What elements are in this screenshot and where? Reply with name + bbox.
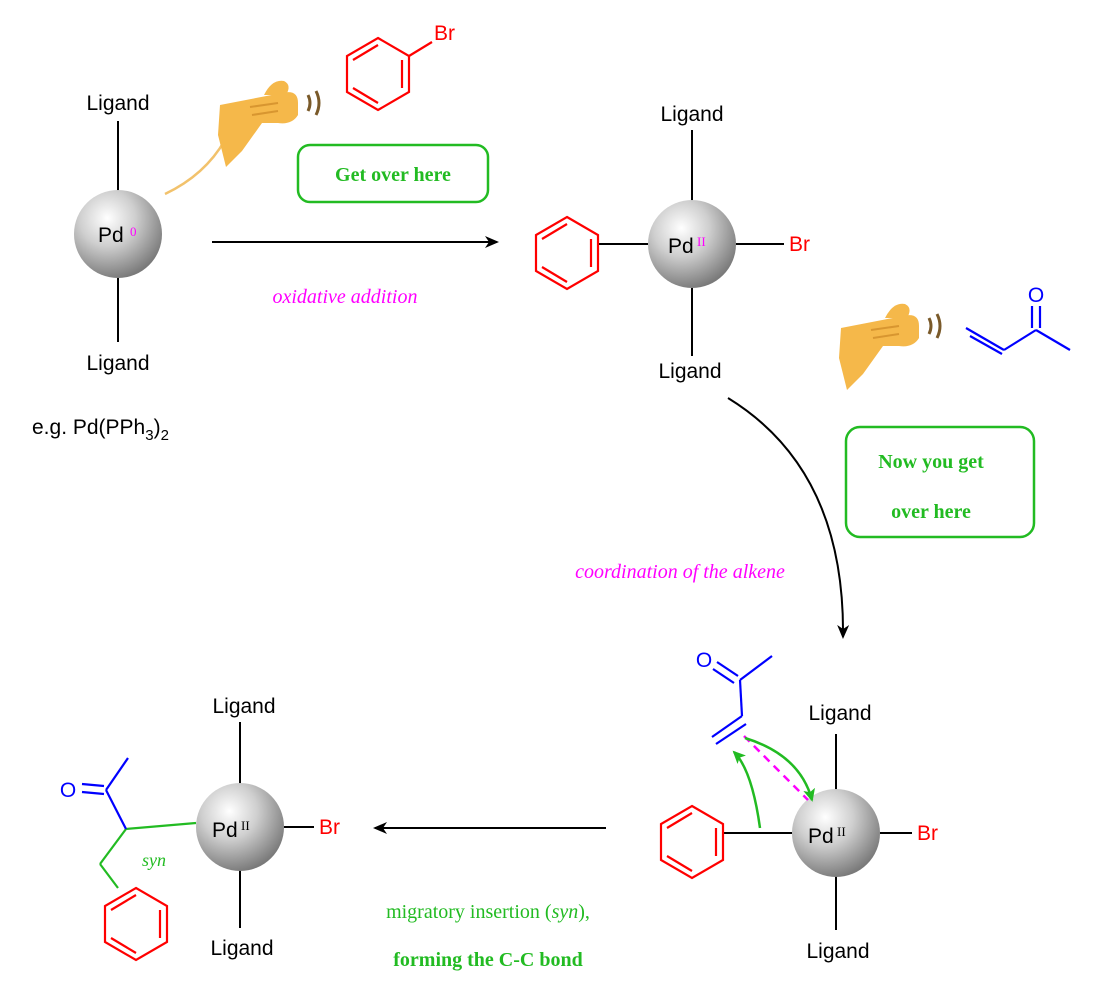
curly-arrow-migration	[732, 750, 762, 829]
pd-alkyl-complex: Ligand Ligand Pd II Br O syn	[60, 695, 340, 962]
ligand-label-bottom: Ligand	[86, 352, 149, 375]
bromine-label: Br	[789, 233, 810, 256]
curly-arrow-bond-formation	[744, 736, 815, 802]
palladium-label: Pd	[668, 235, 694, 258]
bromine-label: Br	[319, 816, 340, 839]
oxidation-state: II	[697, 234, 706, 249]
catalyst-example: e.g. Pd(PPh3)2	[32, 416, 169, 444]
pd-alkene-complex: Ligand Ligand Pd II Br O	[659, 649, 938, 963]
ligand-label-top: Ligand	[212, 695, 275, 718]
phenyl-ring	[103, 886, 169, 962]
oxygen-label: O	[1028, 284, 1044, 307]
step-label-coordination: coordination of the alkene	[575, 561, 785, 583]
oxygen-label: O	[696, 649, 712, 672]
oxidation-state: II	[837, 824, 846, 839]
phenyl-ring	[534, 215, 600, 291]
syn-label: syn	[142, 850, 166, 870]
oxygen-label: O	[60, 779, 76, 802]
pd0-species: Ligand Ligand Pd 0	[74, 92, 162, 375]
ligand-label-bottom: Ligand	[658, 360, 721, 383]
bubble-text-line1: Now you get	[878, 451, 984, 473]
oxidation-state: 0	[130, 224, 137, 239]
methyl-vinyl-ketone: O	[965, 284, 1071, 355]
ligand-label-top: Ligand	[808, 702, 871, 725]
pi-coordination-dashed-bond	[743, 735, 809, 801]
bubble-text: Get over here	[335, 164, 451, 186]
step-label-migratory-insertion: migratory insertion (syn),	[386, 901, 590, 923]
bubble-text-line2: over here	[891, 501, 971, 523]
ligand-label-bottom: Ligand	[806, 940, 869, 963]
arrow-coordination	[727, 397, 850, 639]
ligand-label-top: Ligand	[86, 92, 149, 115]
phenyl-ring	[659, 804, 725, 880]
pull-string	[164, 139, 227, 196]
beckoning-hand-icon	[839, 303, 942, 390]
oxidation-state: II	[241, 818, 250, 833]
step-label-cc-bond: forming the C-C bond	[393, 949, 582, 971]
pd-complex-after-addition: Ligand Ligand Pd II Br	[534, 103, 810, 383]
ligand-label-bottom: Ligand	[210, 937, 273, 960]
speech-bubble-get-over-here: Get over here	[296, 143, 490, 204]
bromine-label: Br	[917, 822, 938, 845]
palladium-label: Pd	[212, 819, 238, 842]
ligand-label-top: Ligand	[660, 103, 723, 126]
palladium-label: Pd	[98, 224, 124, 247]
palladium-sphere	[74, 190, 162, 278]
palladium-label: Pd	[808, 825, 834, 848]
speech-bubble-now-you-get-over-here: Now you get over here	[844, 425, 1036, 539]
bromobenzene: Br	[345, 22, 455, 112]
step-label-oxidative-addition: oxidative addition	[273, 286, 418, 308]
bromine-label: Br	[434, 22, 455, 45]
beckoning-hand-icon	[218, 80, 321, 167]
